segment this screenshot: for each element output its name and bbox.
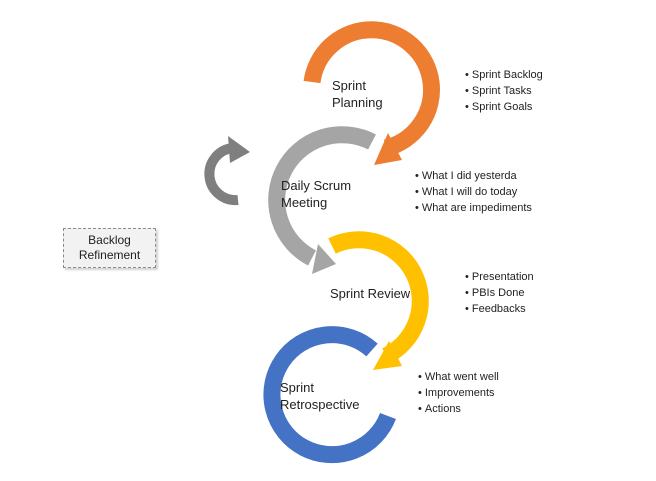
planning-arc xyxy=(303,21,440,165)
sprint-planning-label: Sprint Planning xyxy=(332,78,383,110)
list-item: Improvements xyxy=(418,385,499,401)
list-item: Sprint Goals xyxy=(465,99,543,115)
sprint-retrospective-arc xyxy=(263,326,396,464)
list-item: Actions xyxy=(418,401,499,417)
list-item: What are impediments xyxy=(415,200,532,216)
backlog-refinement-line2: Refinement xyxy=(78,248,141,262)
sprint-review-bullets: Presentation PBIs Done Feedbacks xyxy=(465,269,534,317)
daily-scrum-label: Daily Scrum Meeting xyxy=(281,178,352,210)
planning-bullets: Sprint Backlog Sprint Tasks Sprint Goals xyxy=(465,67,543,115)
list-item: Presentation xyxy=(465,269,534,285)
list-item: Sprint Backlog xyxy=(465,67,543,83)
refresh-loop-icon xyxy=(204,136,250,206)
list-item: What went well xyxy=(418,369,499,385)
sprint-retrospective-label: Sprint Retrospective xyxy=(280,380,360,412)
daily-scrum-bullets: What I did yesterda What I will do today… xyxy=(415,168,532,216)
backlog-refinement-box: Backlog Refinement xyxy=(63,228,156,268)
list-item: What I will do today xyxy=(415,184,532,200)
list-item: PBIs Done xyxy=(465,285,534,301)
list-item: What I did yesterda xyxy=(415,168,532,184)
list-item: Feedbacks xyxy=(465,301,534,317)
daily-scrum-arc xyxy=(268,126,376,274)
list-item: Sprint Tasks xyxy=(465,83,543,99)
backlog-refinement-line1: Backlog xyxy=(88,233,131,247)
sprint-retrospective-bullets: What went well Improvements Actions xyxy=(418,369,499,417)
sprint-review-arc xyxy=(328,231,429,370)
sprint-review-label: Sprint Review xyxy=(330,286,411,301)
